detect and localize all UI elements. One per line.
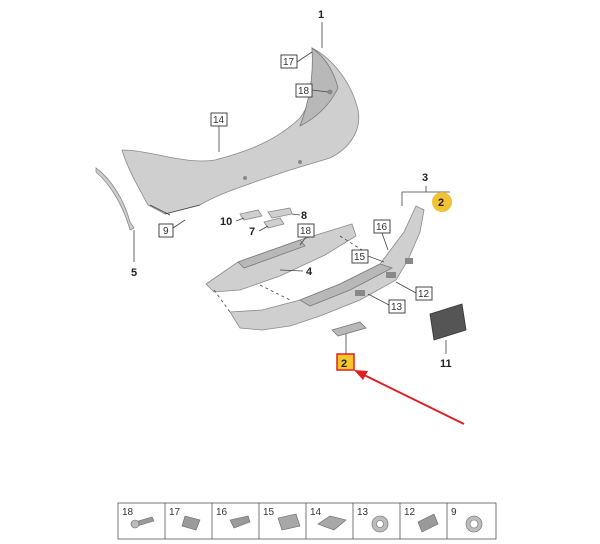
leader-12 [395, 281, 417, 294]
callout-4: 4 [306, 266, 313, 278]
note-badge-label: 2 [438, 197, 444, 209]
strip-label-9: 9 [451, 507, 457, 518]
callout-11: 11 [440, 358, 452, 370]
underbody-panel [205, 223, 357, 293]
strip-cell-16[interactable]: 16 [216, 503, 260, 539]
box-15 [351, 249, 369, 264]
rear-diffuser [229, 205, 425, 337]
highlighted-callout-2[interactable] [336, 353, 355, 371]
strip-cell-12[interactable]: 12 [404, 503, 448, 539]
bracket-icon [277, 513, 301, 531]
box-12 [415, 286, 433, 301]
strip-cell-18[interactable]: 18 [122, 503, 166, 539]
leader-10 [235, 217, 245, 222]
leader-15 [367, 255, 385, 263]
strip-label-14: 14 [310, 507, 322, 518]
strip-cell-14[interactable]: 14 [310, 503, 354, 539]
boxnum-17: 17 [283, 57, 295, 68]
boxnum-18-mid: 18 [300, 226, 312, 237]
highlighted-callout-2-label: 2 [341, 358, 347, 370]
license-plate-bracket [429, 303, 467, 341]
boxnum-16: 16 [376, 222, 388, 233]
leader-16 [381, 232, 389, 251]
leader-17 [296, 51, 313, 63]
small-clips [239, 207, 293, 229]
boxnum-18-top: 18 [298, 86, 310, 97]
strip-label-12: 12 [404, 507, 416, 518]
callout-8: 8 [301, 210, 307, 222]
leader-4 [279, 269, 304, 272]
boxnum-9: 9 [163, 226, 169, 237]
boxnum-12: 12 [418, 289, 430, 300]
boxnum-15: 15 [354, 252, 366, 263]
box-17 [280, 54, 298, 69]
leader-18-top [311, 89, 329, 93]
strip-cell-13[interactable]: 13 [357, 503, 401, 539]
strip-cell-17[interactable]: 17 [169, 503, 213, 539]
strip-cell-15[interactable]: 15 [263, 503, 307, 539]
box-18-top [295, 83, 313, 98]
strip-cell-9[interactable]: 9 [451, 507, 483, 533]
strip-label-17: 17 [169, 507, 181, 518]
strip-label-15: 15 [263, 507, 275, 518]
assembly-lines [213, 235, 363, 313]
leader-13 [367, 293, 390, 306]
leader-7 [258, 225, 269, 232]
leader-18-mid [299, 236, 307, 246]
rear-bumper-cover [121, 47, 360, 216]
side-trim-strip [95, 167, 135, 231]
strip-label-16: 16 [216, 507, 228, 518]
box-9 [158, 223, 174, 238]
strip-label-13: 13 [357, 507, 369, 518]
parts-strip: 18 17 16 15 14 13 [117, 502, 497, 540]
callout-1: 1 [318, 9, 324, 21]
leader-8 [291, 213, 301, 216]
boxnum-14: 14 [213, 115, 225, 126]
box-13 [388, 299, 406, 314]
plug-icon [417, 513, 439, 533]
leader-9 [172, 219, 186, 229]
note-badge [432, 192, 452, 212]
boxnum-13: 13 [391, 302, 403, 313]
callout-5: 5 [131, 267, 137, 279]
rivet-icon [181, 515, 201, 531]
callout-7: 7 [249, 226, 255, 238]
nut-icon [317, 515, 347, 531]
red-pointer-arrow [354, 370, 465, 425]
clip-icon [229, 515, 251, 529]
callout-10: 10 [220, 216, 232, 228]
strip-label-18: 18 [122, 507, 134, 518]
callout-3: 3 [422, 172, 428, 184]
